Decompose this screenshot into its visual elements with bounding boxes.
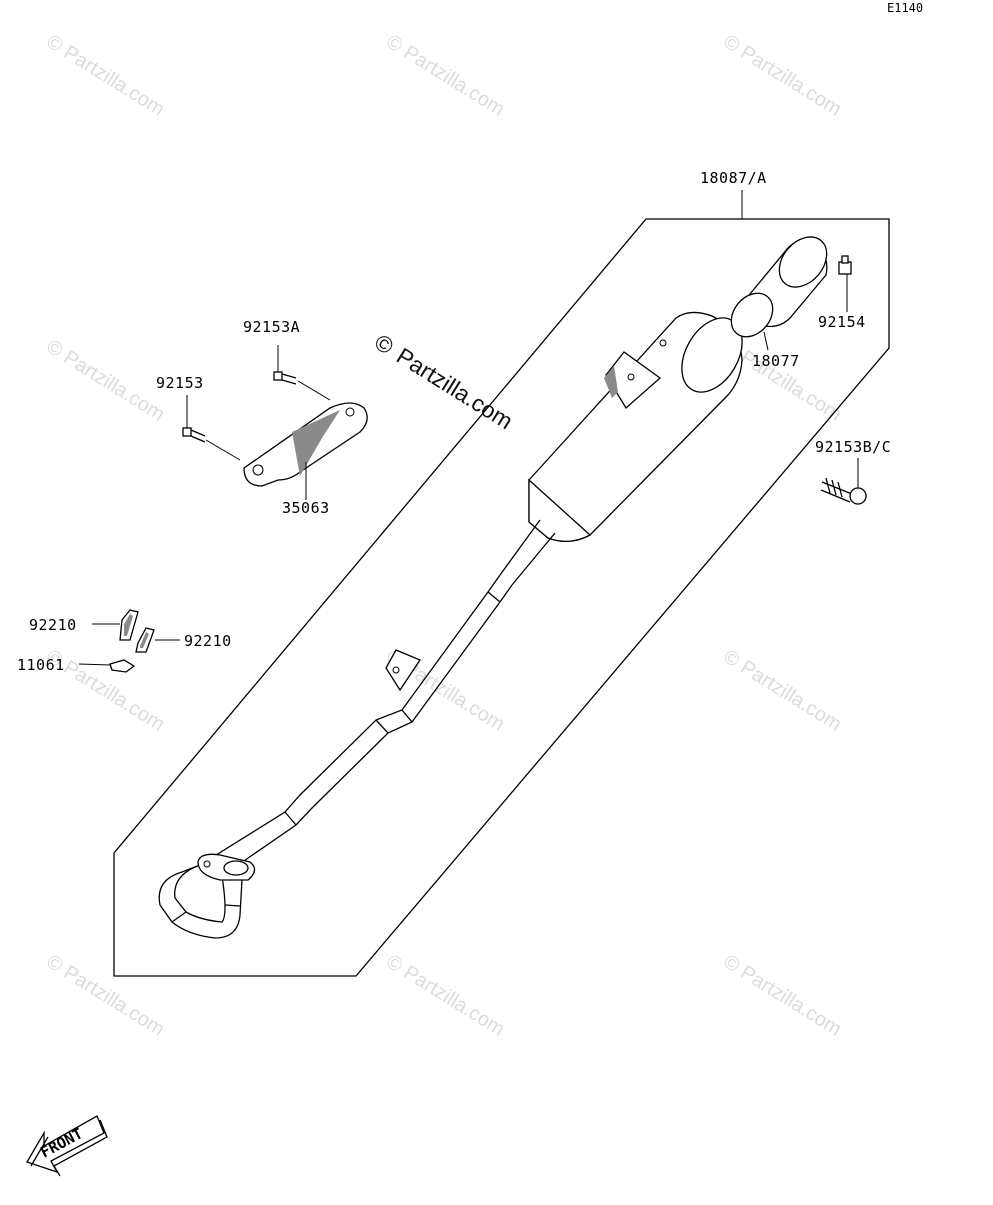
watermark: © Partzilla.com — [719, 646, 845, 736]
part-92153-bolt — [182, 395, 241, 461]
watermark: © Partzilla.com — [382, 31, 508, 121]
assembly-outline — [113, 218, 890, 977]
part-number-label: 35063 — [282, 499, 330, 517]
diagram-code: E1140 — [887, 1, 923, 15]
part-number-label: 92153B/C — [815, 438, 891, 456]
part-11061-gasket — [78, 659, 136, 673]
part-number-label: 92154 — [818, 313, 866, 331]
part-35063-bracket — [243, 402, 368, 500]
watermark: © Partzilla.com — [42, 31, 168, 121]
part-number-label: 18077 — [752, 352, 800, 370]
center-watermark: © Partzilla.com — [370, 329, 517, 435]
watermark: © Partzilla.com — [382, 951, 508, 1041]
part-92153bc-bolt — [820, 458, 867, 505]
part-18077-tailpipe — [730, 236, 828, 351]
part-number-label: 92153A — [243, 318, 300, 336]
exhaust-pipe — [158, 574, 513, 939]
part-number-label: 11061 — [17, 656, 65, 674]
watermark: © Partzilla.com — [42, 951, 168, 1041]
watermark-brand: Partzilla.com — [392, 342, 517, 434]
watermark: © Partzilla.com — [719, 951, 845, 1041]
part-92153a-bolt — [273, 345, 331, 401]
part-92210-clip-b — [135, 627, 180, 653]
watermark: © Partzilla.com — [42, 336, 168, 426]
part-92210-clip-a — [92, 609, 139, 641]
part-92154-bolt — [838, 255, 852, 312]
part-number-label: 92153 — [156, 374, 204, 392]
front-arrow-icon — [26, 1115, 108, 1177]
part-number-label: 92210 — [184, 632, 232, 650]
part-number-label: 18087/A — [700, 169, 767, 187]
copyright-symbol: © — [370, 329, 398, 360]
muffler-body — [499, 311, 743, 586]
watermark: © Partzilla.com — [719, 31, 845, 121]
part-number-label: 92210 — [29, 616, 77, 634]
